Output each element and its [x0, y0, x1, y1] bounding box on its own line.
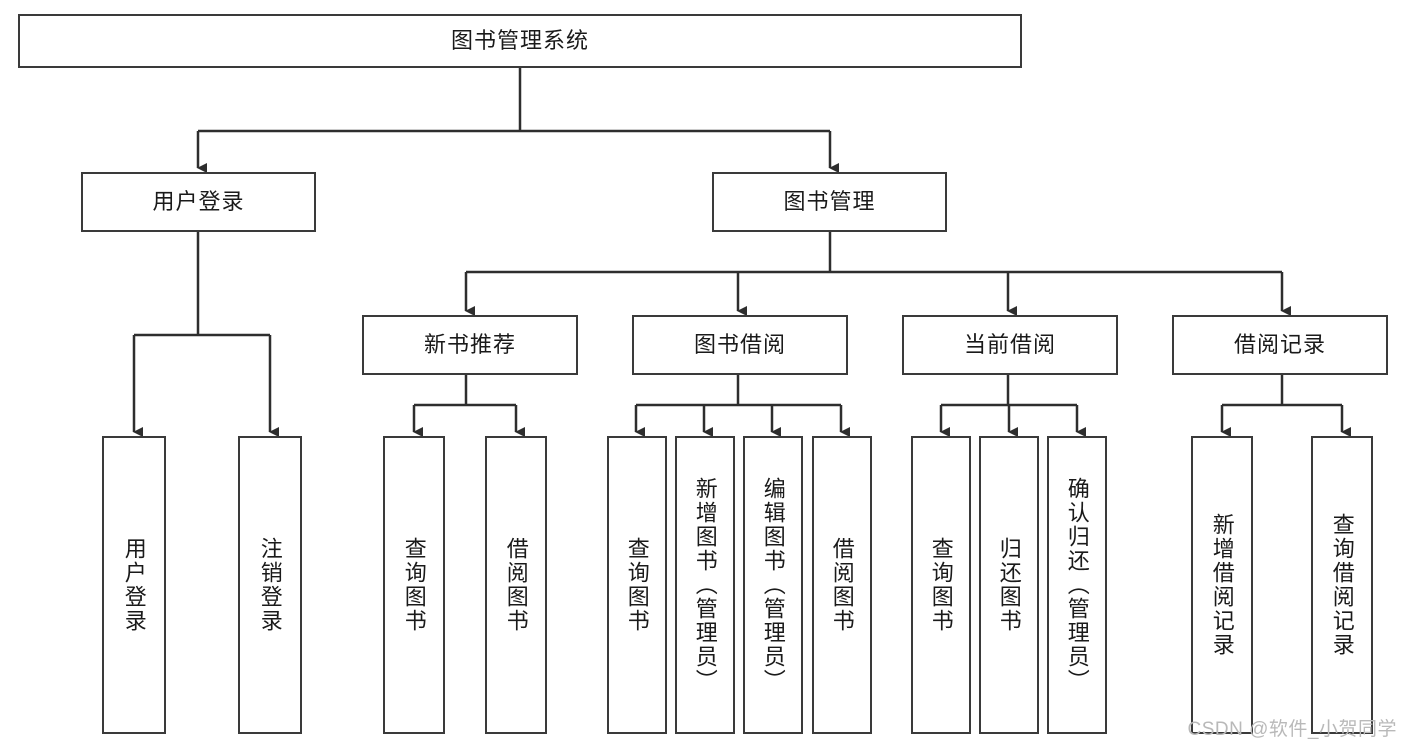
- node-label: 查询图书: [624, 537, 650, 633]
- node-label: 新增图书（管理员）: [692, 477, 718, 693]
- node-label: 确认归还（管理员）: [1064, 477, 1090, 693]
- node-label: 图书管理系统: [450, 27, 589, 53]
- leaf-current-borrow-return-books[interactable]: 归还图书: [979, 436, 1039, 734]
- leaf-current-borrow-confirm-return-admin[interactable]: 确认归还（管理员）: [1047, 436, 1107, 734]
- node-label: 图书管理: [783, 188, 876, 214]
- node-user-login[interactable]: 用户登录: [81, 172, 316, 232]
- node-label: 查询图书: [401, 537, 427, 633]
- node-label: 归还图书: [996, 537, 1022, 633]
- leaf-book-borrow-query-books[interactable]: 查询图书: [607, 436, 667, 734]
- node-root-book-management-system[interactable]: 图书管理系统: [18, 14, 1022, 68]
- leaf-new-book-borrow-books[interactable]: 借阅图书: [485, 436, 547, 734]
- node-label: 图书借阅: [693, 331, 786, 357]
- node-label: 编辑图书（管理员）: [760, 477, 786, 693]
- leaf-user-login-signin[interactable]: 用户登录: [102, 436, 166, 734]
- node-current-borrowing[interactable]: 当前借阅: [902, 315, 1118, 375]
- leaf-book-borrow-borrow-books[interactable]: 借阅图书: [812, 436, 872, 734]
- node-label: 查询图书: [928, 537, 954, 633]
- node-label: 用户登录: [152, 188, 245, 214]
- node-label: 借阅记录: [1233, 331, 1326, 357]
- node-label: 借阅图书: [829, 537, 855, 633]
- leaf-borrow-record-add-record[interactable]: 新增借阅记录: [1191, 436, 1253, 734]
- node-new-book-recommendation[interactable]: 新书推荐: [362, 315, 578, 375]
- node-borrow-records[interactable]: 借阅记录: [1172, 315, 1388, 375]
- node-label: 新书推荐: [423, 331, 516, 357]
- node-label: 借阅图书: [503, 537, 529, 633]
- leaf-current-borrow-query-books[interactable]: 查询图书: [911, 436, 971, 734]
- leaf-book-borrow-add-book-admin[interactable]: 新增图书（管理员）: [675, 436, 735, 734]
- leaf-book-borrow-edit-book-admin[interactable]: 编辑图书（管理员）: [743, 436, 803, 734]
- node-label: 当前借阅: [963, 331, 1056, 357]
- node-label: 新增借阅记录: [1209, 513, 1235, 657]
- node-book-borrowing[interactable]: 图书借阅: [632, 315, 848, 375]
- node-label: 查询借阅记录: [1329, 513, 1355, 657]
- node-label: 注销登录: [257, 537, 283, 633]
- node-book-management[interactable]: 图书管理: [712, 172, 947, 232]
- leaf-borrow-record-query-record[interactable]: 查询借阅记录: [1311, 436, 1373, 734]
- leaf-user-login-signout[interactable]: 注销登录: [238, 436, 302, 734]
- node-label: 用户登录: [121, 537, 147, 633]
- leaf-new-book-query-books[interactable]: 查询图书: [383, 436, 445, 734]
